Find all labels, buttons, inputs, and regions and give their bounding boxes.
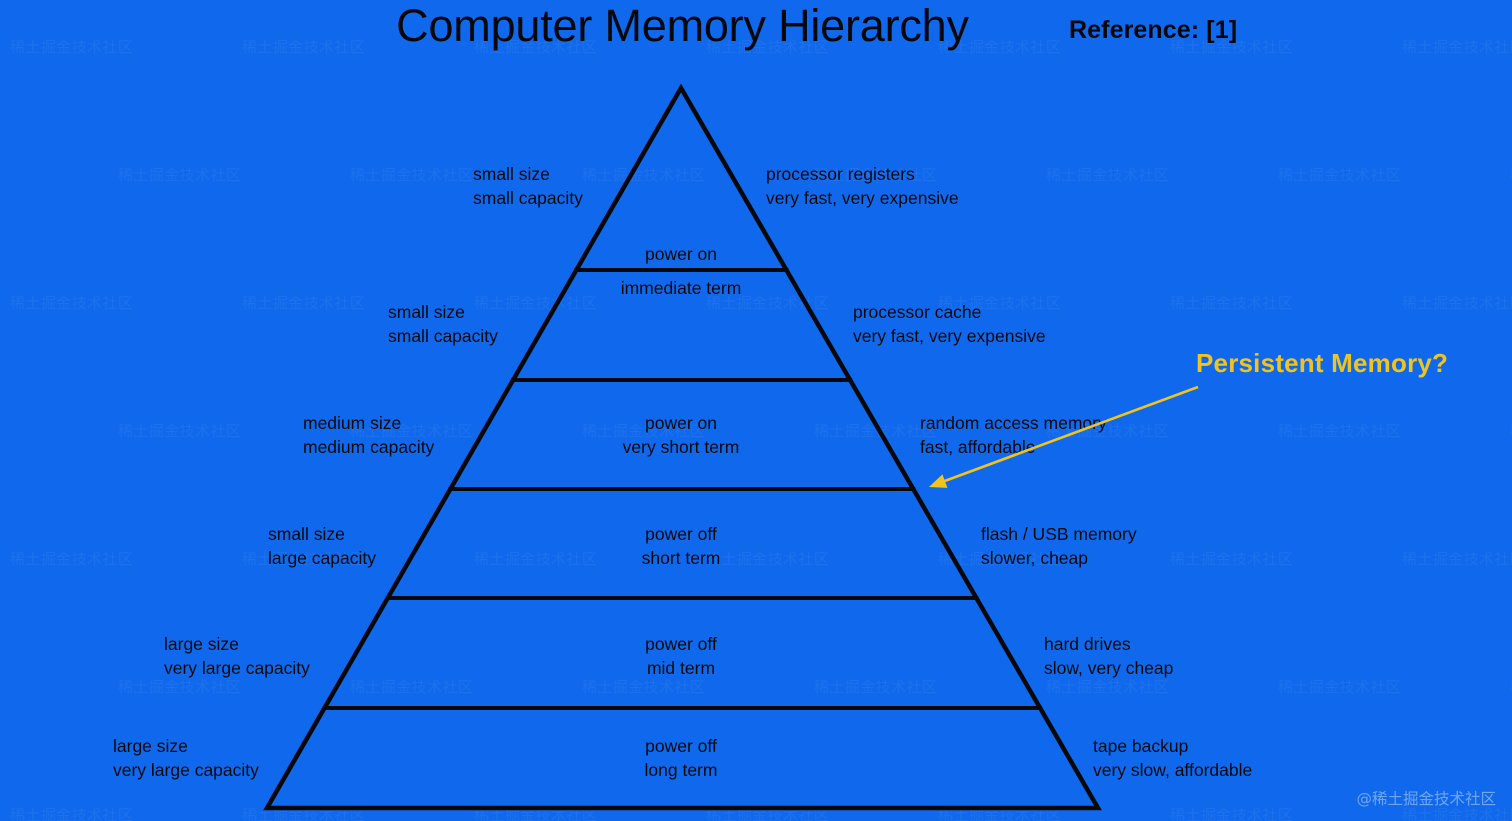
level-1-right-line-1: processor registers	[766, 164, 915, 184]
background-watermark: 稀土掘金技术社区	[10, 807, 134, 821]
level-4-right-line-2: slower, cheap	[981, 547, 1089, 568]
level-5-right-line-1: hard drives	[1044, 634, 1131, 654]
level-6-right-line-2: very slow, affordable	[1093, 759, 1253, 780]
level-4-left-line-1: small size	[268, 524, 345, 544]
level-2-left-line-1: small size	[388, 302, 465, 322]
background-watermark: 稀土掘金技术社区	[1278, 167, 1402, 184]
level-1-middle-line-2: immediate term	[620, 278, 742, 298]
level-1-left-line-1: small size	[473, 164, 550, 184]
level-3-right-line-2: fast, affordable	[920, 436, 1036, 457]
level-4-right-line-1: flash / USB memory	[981, 524, 1137, 544]
level-3-right-line-1: random access memory	[920, 413, 1107, 433]
level-6-left-line-2: very large capacity	[113, 759, 259, 780]
level-5-right-label: hard drives slow, very cheap	[1044, 633, 1173, 680]
level-3-middle-line-1: power on	[645, 413, 717, 433]
background-watermark: 稀土掘金技术社区	[1046, 167, 1170, 184]
level-2-left-line-2: small capacity	[388, 325, 498, 346]
level-5-left-line-2: very large capacity	[164, 657, 310, 678]
background-watermark: 稀土掘金技术社区	[350, 167, 474, 184]
level-6-right-line-1: tape backup	[1093, 736, 1189, 756]
background-watermark: 稀土掘金技术社区	[938, 807, 1062, 821]
background-watermark: 稀土掘金技术社区	[1402, 551, 1512, 568]
level-4-middle-line-1: power off	[645, 524, 717, 544]
level-1-right-line-2: very fast, very expensive	[766, 187, 959, 208]
background-watermark: 稀土掘金技术社区	[242, 295, 366, 312]
level-5-left-label: large size very large capacity	[164, 633, 310, 680]
level-3-left-line-1: medium size	[303, 413, 402, 433]
level-1-right-label: processor registers very fast, very expe…	[766, 163, 959, 210]
level-3-right-label: random access memory fast, affordable	[920, 412, 1107, 459]
persistent-memory-annotation: Persistent Memory?	[1196, 348, 1449, 378]
level-6-middle-line-1: power off	[645, 736, 717, 756]
background-watermark: 稀土掘金技术社区	[1170, 807, 1294, 821]
background-watermark: 稀土掘金技术社区	[1170, 295, 1294, 312]
page-title: Computer Memory Hierarchy	[396, 0, 969, 51]
level-6-left-label: large size very large capacity	[113, 735, 259, 782]
level-1-middle-line-1: power on	[645, 244, 717, 264]
background-watermark: 稀土掘金技术社区	[706, 807, 830, 821]
level-2-right-line-1: processor cache	[853, 302, 982, 322]
background-watermark: 稀土掘金技术社区	[242, 807, 366, 821]
background-watermark: 稀土掘金技术社区	[814, 679, 938, 696]
level-3-middle-line-2: very short term	[622, 436, 740, 457]
background-watermark: 稀土掘金技术社区	[10, 551, 134, 568]
level-3-middle-label: power on very short term	[581, 412, 781, 459]
background-watermark: 稀土掘金技术社区	[10, 295, 134, 312]
background-watermark: 稀土掘金技术社区	[474, 551, 598, 568]
background-watermark: 稀土掘金技术社区	[814, 423, 938, 440]
level-4-left-label: small size large capacity	[268, 523, 376, 570]
level-5-right-line-2: slow, very cheap	[1044, 657, 1174, 678]
level-2-right-label: processor cache very fast, very expensiv…	[853, 301, 1046, 348]
level-6-middle-label: power off long term	[581, 735, 781, 782]
level-2-right-line-2: very fast, very expensive	[853, 325, 1046, 346]
background-watermark: 稀土掘金技术社区	[1402, 39, 1512, 56]
level-4-middle-label: power off short term	[581, 523, 781, 570]
reference-label: Reference: [1]	[1069, 16, 1238, 44]
level-6-right-label: tape backup very slow, affordable	[1093, 735, 1252, 782]
background-watermark: 稀土掘金技术社区	[582, 167, 706, 184]
level-1-left-line-2: small capacity	[473, 187, 583, 208]
level-2-left-label: small size small capacity	[388, 301, 498, 348]
level-6-middle-line-2: long term	[644, 759, 718, 780]
level-1-left-label: small size small capacity	[473, 163, 583, 210]
background-watermark: 稀土掘金技术社区	[118, 167, 242, 184]
background-watermark: 稀土掘金技术社区	[1278, 679, 1402, 696]
corner-watermark: @稀土掘金技术社区	[1356, 790, 1496, 808]
level-5-left-line-1: large size	[164, 634, 239, 654]
level-4-left-line-2: large capacity	[268, 547, 376, 568]
level-5-middle-label: power off mid term	[581, 633, 781, 680]
level-5-middle-line-2: mid term	[646, 657, 716, 678]
level-3-left-label: medium size medium capacity	[303, 412, 434, 459]
background-watermark: 稀土掘金技术社区	[1170, 551, 1294, 568]
background-watermark: 稀土掘金技术社区	[1402, 295, 1512, 312]
background-watermark: 稀土掘金技术社区	[474, 807, 598, 821]
background-watermark: 稀土掘金技术社区	[350, 679, 474, 696]
background-watermark: 稀土掘金技术社区	[1278, 423, 1402, 440]
background-watermark: 稀土掘金技术社区	[118, 423, 242, 440]
level-3-left-line-2: medium capacity	[303, 436, 435, 457]
level-4-right-label: flash / USB memory slower, cheap	[981, 523, 1137, 570]
level-6-left-line-1: large size	[113, 736, 188, 756]
level-4-middle-line-2: short term	[641, 547, 721, 568]
level-5-middle-line-1: power off	[645, 634, 717, 654]
arrow-head	[929, 474, 948, 488]
